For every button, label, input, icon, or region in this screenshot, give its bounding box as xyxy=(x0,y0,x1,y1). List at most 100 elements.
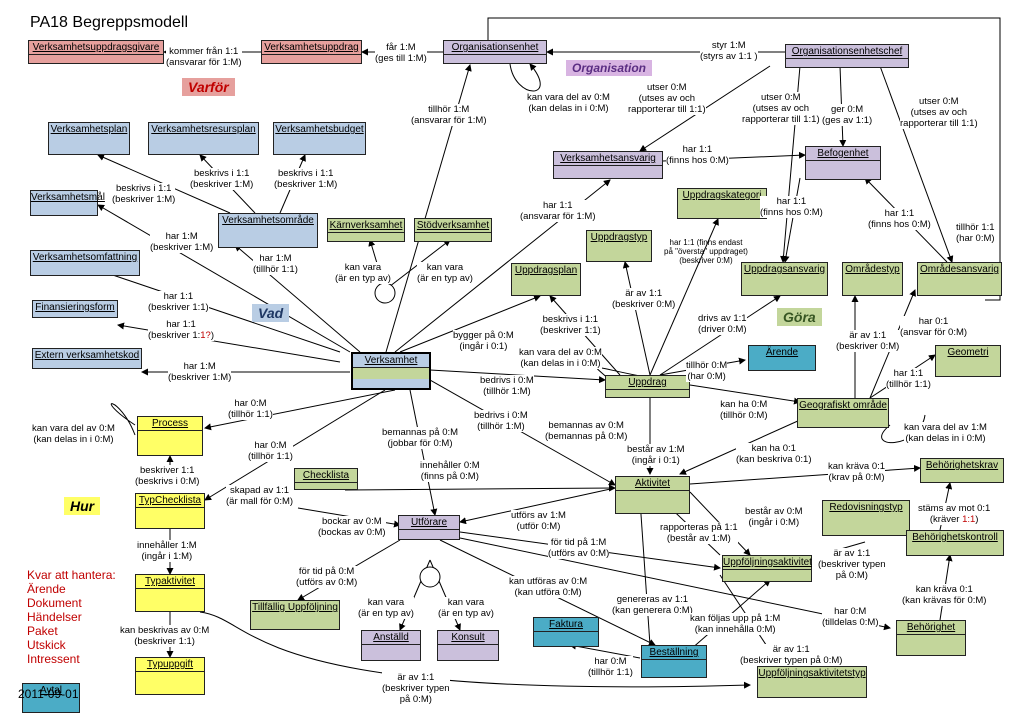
entity-checklista[interactable]: Checklista xyxy=(294,468,358,490)
entity-verksamhetsuppdrag[interactable]: Verksamhetsuppdrag xyxy=(261,40,362,64)
entity-label: Finansieringsform xyxy=(35,302,115,313)
rel-label: är av 1:1 (beskriver typen på 0:M) xyxy=(382,672,450,705)
entity-extern-verksamhetskod[interactable]: Extern verksamhetskod xyxy=(32,348,142,369)
rel-label: har 1:M (beskriver 1:M) xyxy=(168,361,232,383)
group-label-gora: Göra xyxy=(777,308,822,326)
group-label-varfor: Varför xyxy=(182,78,235,96)
entity-arende[interactable]: Ärende xyxy=(748,345,816,371)
entity-label: Behörighetskrav xyxy=(925,460,999,471)
entity-uppdragsansvarig[interactable]: Uppdragsansvarig xyxy=(741,262,828,296)
rel-label: beskrivs i 1:1 (beskriver 1:M) xyxy=(112,183,176,205)
rel-label: utser 0:M (utses av och rapporterar till… xyxy=(900,96,978,129)
entity-label: Tillfällig Uppföljning xyxy=(252,602,338,613)
entity-anstalld[interactable]: Anställd xyxy=(361,630,421,661)
entity-redovisningstyp[interactable]: Redovisningstyp xyxy=(822,500,910,536)
entity-utforare[interactable]: Utförare xyxy=(398,515,460,540)
entity-label: Områdestyp xyxy=(845,264,900,275)
todo-heading: Kvar att hantera: xyxy=(27,568,116,582)
entity-karnverksamhet[interactable]: Kärnverksamhet xyxy=(327,218,405,242)
rel-label-part: 1:1 xyxy=(962,514,976,525)
entity-label: Geometri xyxy=(947,347,989,358)
entity-aktivitet[interactable]: Aktivitet xyxy=(615,476,690,514)
rel-label: har 1:1 (finns hos 0:M) xyxy=(760,196,823,218)
entity-uppdragstyp[interactable]: Uppdragstyp xyxy=(586,230,652,262)
entity-tillfallig-uppfoljning[interactable]: Tillfällig Uppföljning xyxy=(250,600,340,630)
rel-label: kan vara del av 1:M (kan delas in i 0:M) xyxy=(904,422,987,444)
rel-label: bockar av 0:M (bockas av 0:M) xyxy=(318,516,386,538)
entity-behorighetskontroll[interactable]: Behörighetskontroll xyxy=(906,530,1004,556)
entity-stodverksamhet[interactable]: Stödverksamhet xyxy=(414,218,492,242)
entity-label: Behörighetskontroll xyxy=(912,532,998,543)
entity-verksamhetsomfattning[interactable]: Verksamhetsomfattning xyxy=(30,250,140,276)
rel-label: bedrivs i 0:M (tillhör 1:M) xyxy=(474,410,528,432)
entity-typaktivitet[interactable]: Typaktivitet xyxy=(135,574,205,612)
entity-verksamhetsmal[interactable]: Verksamhetsmål xyxy=(30,190,105,216)
entity-behorighet[interactable]: Behörighet xyxy=(896,620,966,656)
entity-verksamhetsplan[interactable]: Verksamhetsplan xyxy=(48,122,130,155)
entity-label: Uppdragskategori xyxy=(682,190,762,201)
rel-label-red: har 1:1 (beskriver 1:1?) xyxy=(148,319,215,341)
entity-label: Verksamhetsuppdrag xyxy=(264,42,359,53)
todo-item: Utskick xyxy=(27,638,66,652)
entity-konsult[interactable]: Konsult xyxy=(437,630,499,661)
entity-organisationsenhetschef[interactable]: Organisationsenhetschef xyxy=(785,44,909,68)
entity-label: Verksamhetsresursplan xyxy=(151,124,256,135)
rel-label: kan ha 0:1 (kan beskriva 0:1) xyxy=(736,443,812,465)
entity-uppfoljningsaktivitet[interactable]: Uppföljningsaktivitet xyxy=(722,555,812,582)
entity-label: Verksamhetsmål xyxy=(31,192,105,203)
entity-typchecklista[interactable]: TypChecklista xyxy=(135,493,205,529)
rel-label: är av 1:1 (beskriver typen på 0:M) xyxy=(740,644,843,666)
rel-label: bygger på 0:M (ingår i 0:1) xyxy=(453,330,514,352)
entity-typuppgift[interactable]: Typuppgift xyxy=(135,657,205,695)
entity-label: Beställning xyxy=(649,647,699,658)
rel-label: bemannas av 0:M (bemannas på 0:M) xyxy=(545,420,628,442)
entity-label: Stödverksamhet xyxy=(416,220,490,231)
entity-label: Aktivitet xyxy=(634,478,670,489)
rel-label: bedrivs i 0:M (tillhör 1:M) xyxy=(480,375,534,397)
entity-faktura[interactable]: Faktura xyxy=(533,617,599,647)
entity-verksamhet[interactable]: Verksamhet xyxy=(351,352,431,390)
entity-befogenhet[interactable]: Befogenhet xyxy=(805,146,881,180)
entity-verksamhetsresursplan[interactable]: Verksamhetsresursplan xyxy=(148,122,259,155)
entity-process[interactable]: Process xyxy=(137,416,203,456)
entity-label: Anställd xyxy=(373,632,409,643)
entity-uppdragsplan[interactable]: Uppdragsplan xyxy=(511,263,581,296)
entity-uppfoljningsaktivitetstyp[interactable]: Uppföljningsaktivitetstyp xyxy=(757,666,867,698)
entity-verksamhetsuppdragsgivare[interactable]: Verksamhetsuppdragsgivare xyxy=(28,40,164,64)
rel-label: har 0:M (tillhör 1:1) xyxy=(248,440,293,462)
rel-label: kan vara (är en typ av) xyxy=(335,262,391,284)
entity-omradestyp[interactable]: Områdestyp xyxy=(842,262,903,296)
rel-label-red: stäms av mot 0:1 (kräver 1:1) xyxy=(918,503,991,525)
rel-label: har 1:1 (finns hos 0:M) xyxy=(868,208,931,230)
rel-label: får 1:M (ges till 1:M) xyxy=(375,42,427,64)
rel-label: kan vara (är en typ av) xyxy=(438,597,494,619)
entity-geometri[interactable]: Geometri xyxy=(935,345,1001,377)
entity-label: Kärnverksamhet xyxy=(329,220,403,231)
entity-verksamhetsbudget[interactable]: Verksamhetsbudget xyxy=(273,122,366,155)
entity-bestallning[interactable]: Beställning xyxy=(641,645,707,678)
entity-geografiskt-omrade[interactable]: Geografiskt område xyxy=(797,398,889,428)
entity-organisationsenhet[interactable]: Organisationsenhet xyxy=(443,40,547,64)
rel-label: beskriver 1:1 (beskrivs i 0:M) xyxy=(135,465,200,487)
entity-label: Utförare xyxy=(410,517,448,528)
rel-label: styr 1:M (styrs av 1:1 ) xyxy=(700,40,758,62)
entity-label: Typaktivitet xyxy=(144,576,196,587)
entity-uppdragskategori[interactable]: Uppdragskategori xyxy=(677,188,767,219)
entity-omradesansvarig[interactable]: Områdesansvarig xyxy=(917,262,1002,296)
entity-avtal[interactable]: Avtal xyxy=(22,683,80,713)
rel-label: kan vara del av 0:M (kan delas in i 0:M) xyxy=(32,423,115,445)
entity-behorighetskrav[interactable]: Behörighetskrav xyxy=(920,458,1004,483)
entity-uppdrag[interactable]: Uppdrag xyxy=(605,375,690,398)
entity-verksamhetsomrade[interactable]: Verksamhetsområde xyxy=(218,213,318,248)
rel-label: har 1:1 (tillhör 1:1) xyxy=(886,368,931,390)
todo-item: Paket xyxy=(27,624,58,638)
entity-label: Extern verksamhetskod xyxy=(34,350,140,361)
entity-label: Organisationsenhet xyxy=(451,42,539,53)
entity-verksamhetsansvarig[interactable]: Verksamhetsansvarig xyxy=(553,151,663,179)
rel-label: har 0:1 (ansvar för 0:M) xyxy=(900,316,968,338)
entity-finansieringsform[interactable]: Finansieringsform xyxy=(32,300,118,318)
rel-label: innehåller 0:M (finns på 0:M) xyxy=(420,460,480,482)
group-label-vad: Vad xyxy=(252,304,290,322)
rel-label: kan ha 0:M (tillhör 0:M) xyxy=(720,399,768,421)
